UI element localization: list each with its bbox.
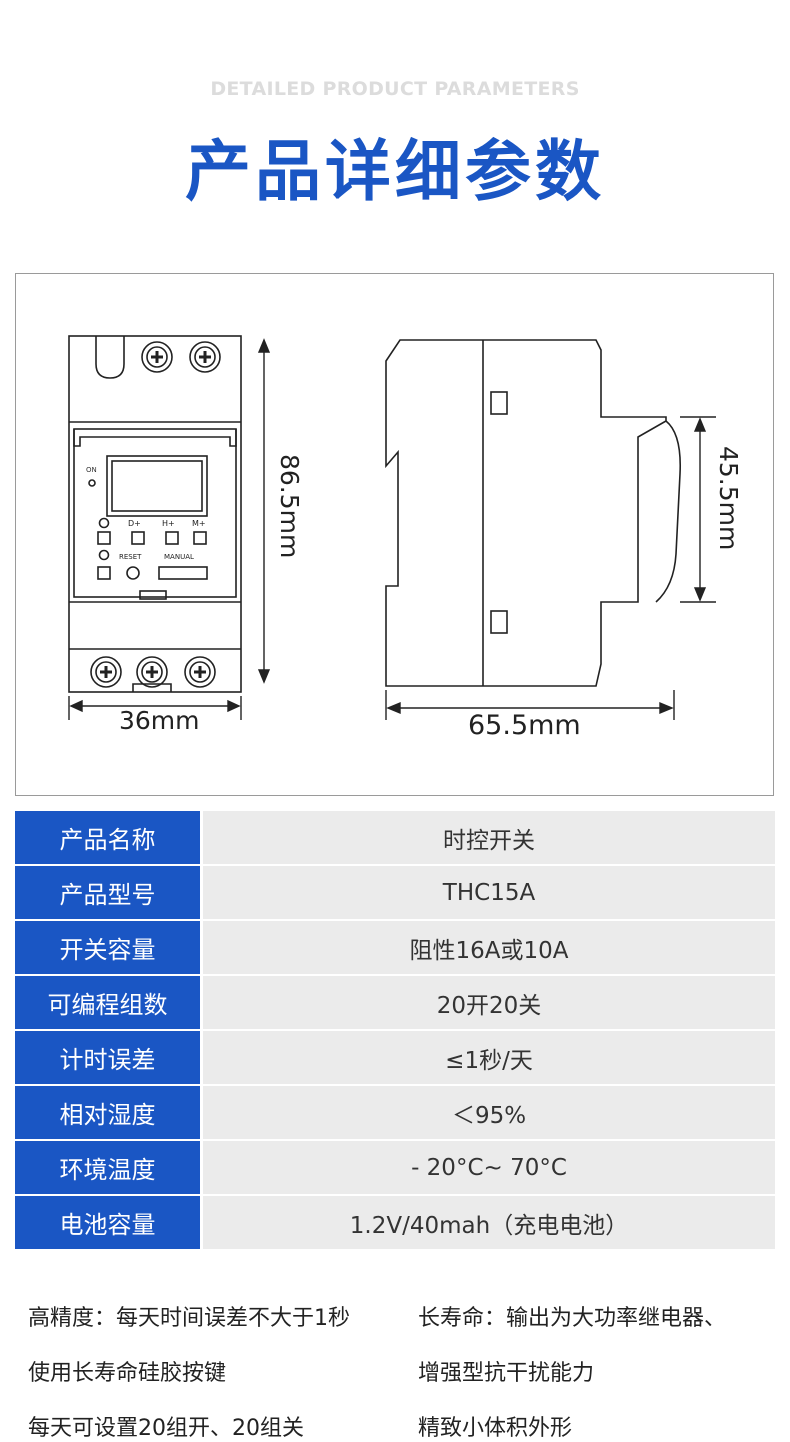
depth-dimension: 65.5mm bbox=[468, 710, 581, 741]
manual-label: MANUAL bbox=[164, 553, 194, 561]
spec-value: ≤1秒/天 bbox=[203, 1031, 775, 1084]
width-dimension: 36mm bbox=[119, 706, 200, 735]
spec-table: 产品名称 时控开关 产品型号 THC15A 开关容量 阻性16A或10A 可编程… bbox=[15, 811, 775, 1251]
feature-item: 每天可设置20组开、20组关 bbox=[28, 1416, 304, 1441]
table-row: 产品名称 时控开关 bbox=[15, 811, 775, 864]
spec-value: - 20°C~ 70°C bbox=[203, 1141, 775, 1194]
table-row: 电池容量 1.2V/40mah（充电电池） bbox=[15, 1196, 775, 1249]
d-plus-label: D+ bbox=[128, 519, 141, 528]
m-plus-label: M+ bbox=[192, 519, 206, 528]
feature-item: 使用长寿命硅胶按键 bbox=[28, 1361, 227, 1386]
spec-key: 计时误差 bbox=[15, 1031, 200, 1084]
feature-item: 长寿命：输出为大功率继电器、 bbox=[418, 1306, 727, 1331]
spec-key: 产品型号 bbox=[15, 866, 200, 919]
feature-item: 增强型抗干扰能力 bbox=[418, 1361, 595, 1386]
height-dimension: 86.5mm bbox=[275, 454, 304, 559]
table-row: 开关容量 阻性16A或10A bbox=[15, 921, 775, 974]
feature-item: 精致小体积外形 bbox=[418, 1416, 573, 1441]
spec-key: 相对湿度 bbox=[15, 1086, 200, 1139]
spec-value: ＜95% bbox=[203, 1086, 775, 1139]
spec-value: 20开20关 bbox=[203, 976, 775, 1029]
dimension-diagram: ON D+ H+ M+ RESET MANUAL 36mm 86.5mm 65.… bbox=[15, 273, 774, 796]
page-title: 产品详细参数 bbox=[185, 133, 605, 210]
table-row: 环境温度 - 20°C~ 70°C bbox=[15, 1141, 775, 1194]
spec-key: 可编程组数 bbox=[15, 976, 200, 1029]
table-row: 可编程组数 20开20关 bbox=[15, 976, 775, 1029]
spec-value: 阻性16A或10A bbox=[203, 921, 775, 974]
table-row: 计时误差 ≤1秒/天 bbox=[15, 1031, 775, 1084]
spec-value: THC15A bbox=[203, 866, 775, 919]
device-drawing bbox=[68, 335, 716, 720]
spec-key: 产品名称 bbox=[15, 811, 200, 864]
on-indicator-label: ON bbox=[86, 466, 97, 474]
h-plus-label: H+ bbox=[162, 519, 175, 528]
step-dimension: 45.5mm bbox=[714, 446, 743, 551]
spec-key: 环境温度 bbox=[15, 1141, 200, 1194]
spec-value: 1.2V/40mah（充电电池） bbox=[203, 1196, 775, 1249]
page-subtitle: DETAILED PRODUCT PARAMETERS bbox=[210, 78, 580, 100]
table-row: 相对湿度 ＜95% bbox=[15, 1086, 775, 1139]
spec-key: 开关容量 bbox=[15, 921, 200, 974]
reset-label: RESET bbox=[119, 553, 142, 561]
spec-value: 时控开关 bbox=[203, 811, 775, 864]
table-row: 产品型号 THC15A bbox=[15, 866, 775, 919]
feature-item: 高精度：每天时间误差不大于1秒 bbox=[28, 1306, 350, 1331]
spec-key: 电池容量 bbox=[15, 1196, 200, 1249]
